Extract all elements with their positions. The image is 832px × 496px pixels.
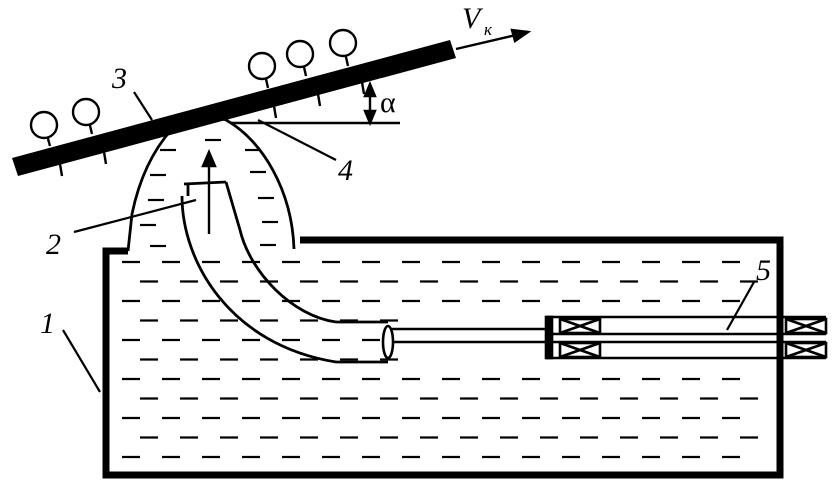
label-angle: α <box>380 86 396 119</box>
bearing-left <box>558 317 602 359</box>
leader-2 <box>73 198 197 234</box>
leader-3 <box>133 91 153 121</box>
impeller-icon <box>381 324 395 360</box>
bearing-right <box>784 317 828 359</box>
label-tank: 1 <box>40 307 55 340</box>
components <box>29 28 358 147</box>
component-1 <box>29 110 59 147</box>
flow-arrow <box>201 148 217 234</box>
velocity-arrow <box>455 28 532 51</box>
component-2 <box>71 97 101 135</box>
component-5 <box>328 28 358 67</box>
label-velocity-subscript: к <box>484 20 493 39</box>
pump-shaft <box>381 315 828 360</box>
wave-hood-right <box>225 118 296 250</box>
label-wave: 4 <box>338 154 353 187</box>
pcb-board <box>12 40 456 177</box>
angle-indicator <box>230 80 400 127</box>
label-board: 3 <box>111 62 127 95</box>
solder-liquid-dashes <box>122 138 758 459</box>
component-4 <box>285 39 315 77</box>
label-shaft: 5 <box>756 254 771 287</box>
board-body <box>12 40 456 176</box>
wave-hood-left <box>126 128 174 252</box>
tank-wall <box>102 236 784 479</box>
solder-tank <box>102 236 784 479</box>
component-leads <box>58 81 366 177</box>
leader-5 <box>726 281 755 331</box>
channel-outer <box>180 195 388 364</box>
label-nozzle: 2 <box>46 228 61 261</box>
component-3 <box>247 51 277 89</box>
label-velocity: V <box>462 2 484 35</box>
leader-4 <box>257 119 337 161</box>
nozzle-top <box>183 180 227 186</box>
leader-lines <box>62 91 755 393</box>
channel-inner <box>224 181 388 324</box>
leader-1 <box>62 329 101 393</box>
